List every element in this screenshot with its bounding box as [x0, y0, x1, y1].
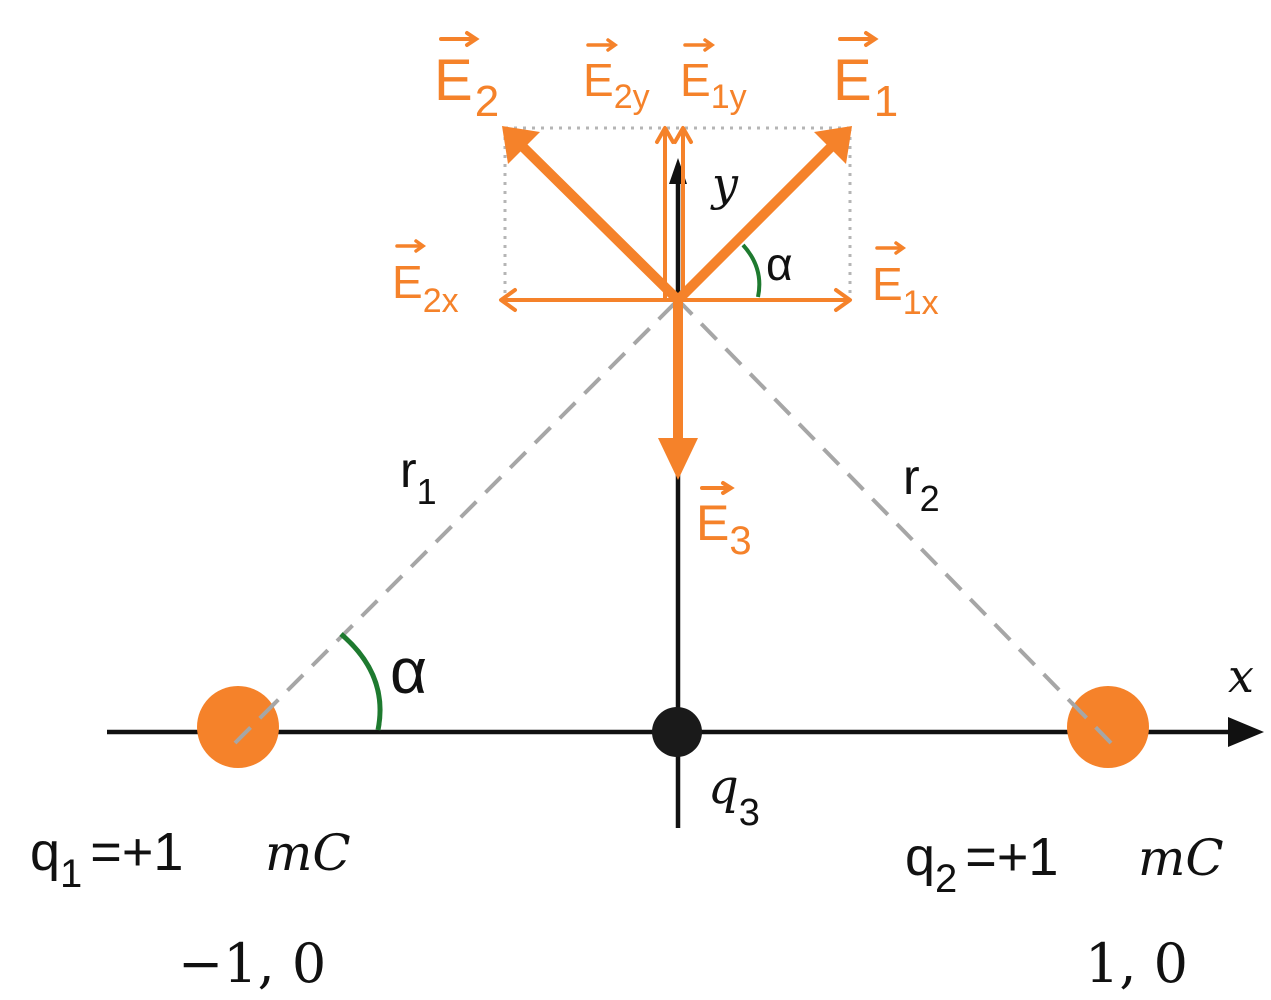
r2-distance-line [678, 300, 1110, 742]
e3-label: E3 [696, 481, 752, 563]
x-axis-label: x [1228, 649, 1254, 703]
x-axis-arrowhead [1228, 717, 1264, 747]
svg-text:q2=+1: q2=+1 [905, 827, 1058, 901]
e1x-vector [676, 288, 852, 312]
svg-text:E2: E2 [434, 48, 499, 126]
q1-label: q1=+1 mC [30, 822, 351, 896]
e2x-vector [499, 288, 680, 312]
r1-label: r1 [400, 442, 437, 512]
angle-label-top: α [766, 238, 793, 290]
q2-label: q2=+1 mC [905, 827, 1224, 901]
e1x-label: E1x [872, 241, 939, 322]
angle-label-bottom: α [390, 635, 427, 707]
e1y-label: E1y [680, 38, 747, 116]
svg-text:E2y: E2y [583, 54, 650, 116]
q1-charge [197, 686, 279, 768]
q3-charge [652, 707, 702, 757]
svg-text:E1x: E1x [872, 258, 939, 322]
svg-text:mC: mC [265, 824, 351, 882]
r1-distance-line [236, 300, 678, 742]
e1-label: E1 [833, 31, 898, 126]
r2-label: r2 [903, 449, 940, 519]
r1-line-over-q1 [233, 701, 277, 745]
r2-line-over-q2 [1070, 701, 1113, 745]
e2x-label: E2x [392, 239, 459, 320]
e2y-label: E2y [583, 38, 650, 116]
svg-text:q1=+1: q1=+1 [30, 822, 183, 896]
angle-arc-bottom [339, 632, 383, 731]
svg-text:E1y: E1y [680, 54, 747, 116]
q1-coordinates: −1, 0 [178, 932, 326, 995]
y-axis-label: y [710, 157, 739, 211]
e3-vector [658, 297, 698, 480]
q3-label: q3 [708, 759, 760, 834]
svg-text:E2x: E2x [392, 256, 459, 320]
e2-label: E2 [434, 31, 499, 126]
angle-arc-top [741, 243, 762, 298]
svg-text:E1: E1 [833, 48, 898, 126]
e1y-vector [673, 126, 693, 302]
svg-text:E3: E3 [696, 495, 752, 563]
svg-text:mC: mC [1138, 829, 1224, 887]
component-box [503, 126, 852, 300]
q2-charge [1067, 686, 1149, 768]
q2-coordinates: 1, 0 [1085, 932, 1188, 995]
e2y-vector [655, 126, 675, 302]
e1-vector [673, 126, 852, 305]
e2-vector [502, 126, 683, 305]
